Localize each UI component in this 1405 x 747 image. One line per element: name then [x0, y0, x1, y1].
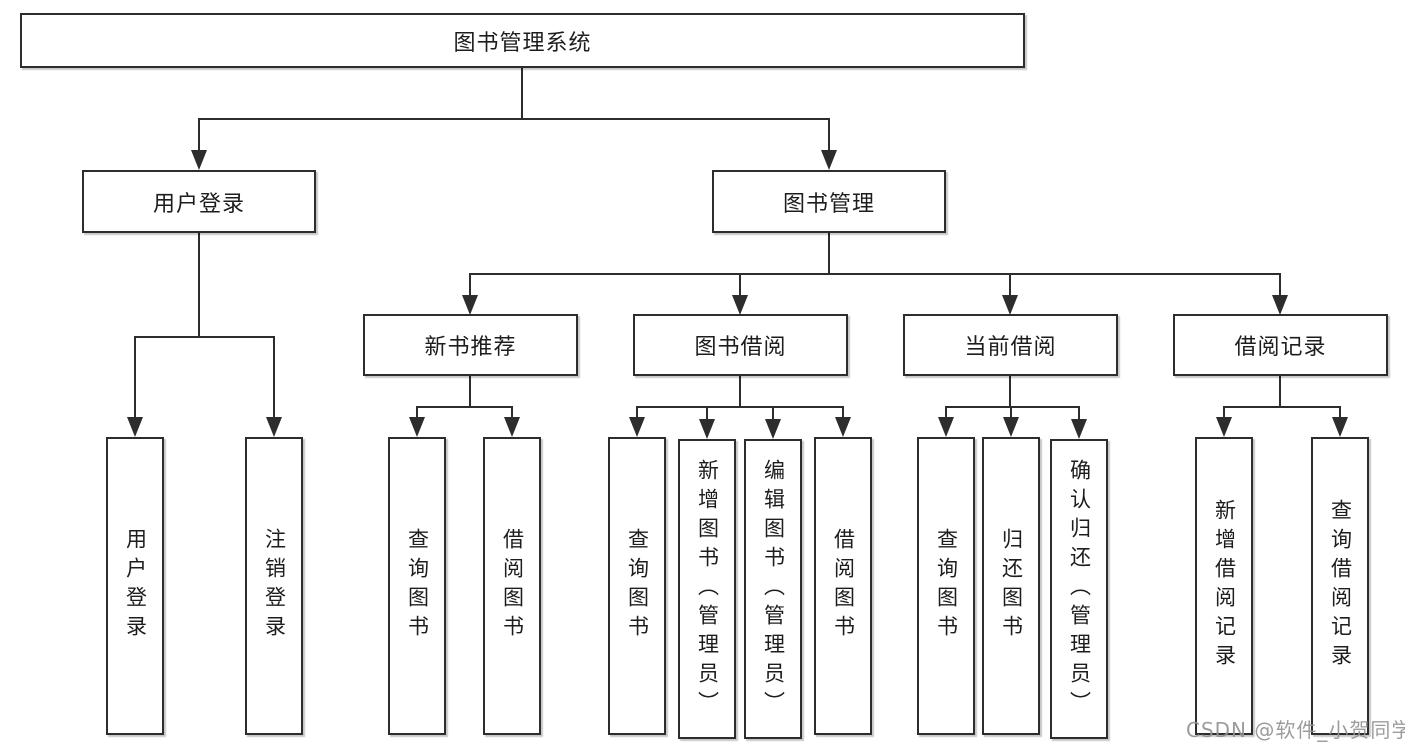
node-borrowing-records-label: 借阅记录: [1234, 335, 1327, 360]
node-book-borrowing: 图书借阅: [633, 314, 848, 376]
connector-line: [1009, 273, 1011, 295]
connector-line: [945, 406, 947, 417]
leaf-borrow-books-recommend-label: 借阅图书: [500, 528, 525, 644]
node-root: 图书管理系统: [20, 13, 1025, 68]
arrowhead: [462, 295, 478, 315]
arrowhead: [1002, 295, 1018, 315]
arrowhead: [1071, 419, 1087, 439]
leaf-edit-book-admin: 编辑图书（管理员）: [744, 439, 802, 739]
leaf-add-book-admin-label: 新增图书（管理员）: [695, 458, 720, 720]
arrowhead: [765, 419, 781, 439]
connector-line: [416, 406, 513, 408]
connector-line: [416, 406, 418, 417]
leaf-query-borrow-record: 查询借阅记录: [1311, 437, 1369, 735]
connector-line: [1223, 406, 1225, 417]
arrowhead: [504, 417, 520, 437]
leaf-add-borrow-record: 新增借阅记录: [1195, 437, 1253, 735]
connector-line: [1010, 406, 1012, 417]
connector-line: [739, 273, 741, 295]
leaf-add-borrow-record-label: 新增借阅记录: [1212, 499, 1237, 673]
connector-line: [1339, 406, 1341, 417]
connector-line: [198, 118, 830, 120]
node-book-management-label: 图书管理: [782, 191, 875, 217]
connector-line: [1009, 376, 1011, 406]
leaf-logout-label: 注销登录: [262, 528, 287, 644]
connector-line: [1279, 273, 1281, 295]
node-book-management: 图书管理: [712, 170, 946, 233]
leaf-user-login-label: 用户登录: [123, 528, 148, 644]
leaf-confirm-return-admin: 确认归还（管理员）: [1050, 439, 1108, 739]
connector-line: [521, 68, 523, 118]
leaf-query-books-borrow: 查询图书: [608, 437, 666, 735]
connector-line: [198, 118, 200, 150]
arrowhead: [1216, 417, 1232, 437]
leaf-confirm-return-admin-label: 确认归还（管理员）: [1067, 458, 1092, 720]
node-new-book-recommend-label: 新书推荐: [424, 335, 517, 360]
arrowhead: [191, 150, 207, 170]
node-root-label: 图书管理系统: [453, 30, 592, 56]
connector-line: [739, 376, 741, 406]
leaf-query-books-recommend-label: 查询图书: [405, 528, 430, 644]
arrowhead: [835, 417, 851, 437]
arrowhead: [629, 417, 645, 437]
arrowhead: [1003, 417, 1019, 437]
connector-line: [469, 273, 1281, 275]
node-user-login: 用户登录: [82, 170, 316, 233]
leaf-query-books-current-label: 查询图书: [934, 528, 959, 644]
node-book-borrowing-label: 图书借阅: [694, 335, 787, 360]
leaf-logout: 注销登录: [245, 437, 303, 735]
leaf-edit-book-admin-label: 编辑图书（管理员）: [761, 458, 786, 720]
leaf-borrow-books-recommend: 借阅图书: [483, 437, 541, 735]
node-user-login-label: 用户登录: [152, 191, 245, 217]
connector-line: [511, 406, 513, 417]
connector-line: [1223, 406, 1341, 408]
leaf-add-book-admin: 新增图书（管理员）: [678, 439, 736, 739]
node-current-borrowing: 当前借阅: [903, 314, 1118, 376]
connector-line: [198, 233, 200, 336]
leaf-user-login: 用户登录: [106, 437, 164, 735]
arrowhead: [699, 419, 715, 439]
connector-line: [1078, 406, 1080, 419]
arrowhead: [1332, 417, 1348, 437]
connector-line: [945, 406, 1080, 408]
connector-line: [469, 273, 471, 295]
leaf-borrow-books-borrow-label: 借阅图书: [831, 528, 856, 644]
arrowhead: [821, 150, 837, 170]
connector-line: [842, 406, 844, 417]
leaf-return-book-label: 归还图书: [999, 528, 1024, 644]
watermark: CSDN @软件_小贺同学: [1186, 718, 1405, 742]
leaf-query-books-borrow-label: 查询图书: [625, 528, 650, 644]
arrowhead: [938, 417, 954, 437]
leaf-query-books-recommend: 查询图书: [388, 437, 446, 735]
arrowhead: [409, 417, 425, 437]
connector-line: [828, 118, 830, 150]
connector-line: [1279, 376, 1281, 406]
connector-line: [772, 406, 774, 419]
connector-line: [636, 406, 638, 417]
connector-line: [134, 336, 275, 338]
connector-line: [706, 406, 708, 419]
arrowhead: [1272, 295, 1288, 315]
node-new-book-recommend: 新书推荐: [363, 314, 578, 376]
leaf-query-books-current: 查询图书: [917, 437, 975, 735]
connector-line: [273, 336, 275, 417]
node-current-borrowing-label: 当前借阅: [964, 335, 1057, 360]
arrowhead: [732, 295, 748, 315]
arrowhead: [127, 417, 143, 437]
connector-line: [828, 233, 830, 273]
leaf-borrow-books-borrow: 借阅图书: [814, 437, 872, 735]
connector-line: [134, 336, 136, 417]
arrowhead: [266, 417, 282, 437]
connector-line: [636, 406, 844, 408]
connector-line: [469, 376, 471, 406]
leaf-query-borrow-record-label: 查询借阅记录: [1328, 499, 1353, 673]
node-borrowing-records: 借阅记录: [1173, 314, 1388, 376]
leaf-return-book: 归还图书: [982, 437, 1040, 735]
